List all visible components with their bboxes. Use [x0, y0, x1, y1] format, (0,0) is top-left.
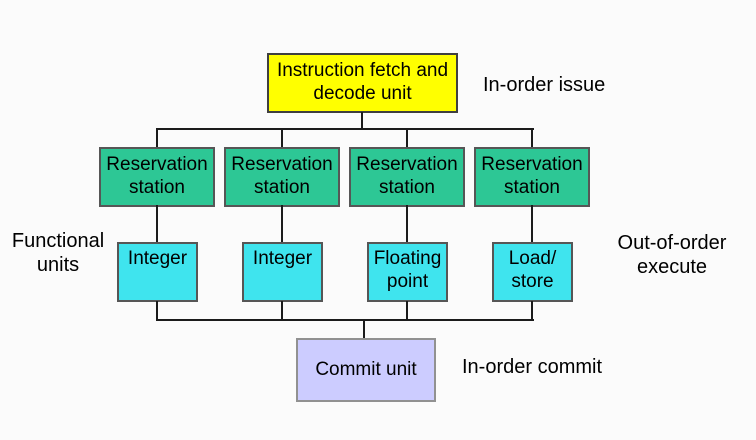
rs-to-fu-connector-line-3: [406, 205, 408, 243]
fetch-to-bus-connector-line: [361, 112, 363, 129]
functional-unit-floating-point-box: Floating point: [367, 242, 448, 302]
reservation-station-box-4: Reservation station: [474, 147, 590, 207]
instruction-fetch-decode-unit-label: Instruction fetch and decode unit: [276, 60, 449, 104]
issue-bus-line: [156, 128, 534, 130]
in-order-commit-annotation: In-order commit: [462, 356, 603, 378]
functional-unit-integer-1-label: Integer: [127, 248, 188, 269]
rs-to-fu-connector-line-4: [531, 205, 533, 243]
issue-drop-line-1: [156, 129, 158, 147]
functional-unit-integer-1-box: Integer: [117, 242, 198, 302]
commit-bus-line: [156, 319, 534, 321]
reservation-station-box-3: Reservation station: [349, 147, 465, 207]
reservation-station-label-4: Reservation station: [481, 154, 583, 198]
functional-unit-load-store-label-line1: Load/: [508, 248, 557, 269]
functional-unit-integer-2-label: Integer: [252, 248, 313, 269]
rs-to-fu-connector-line-2: [281, 205, 283, 243]
functional-units-annotation: Functional units: [11, 230, 105, 276]
functional-unit-load-store-label-line2: store: [511, 270, 554, 292]
fu-to-bus-connector-line-3: [406, 301, 408, 320]
reservation-station-box-2: Reservation station: [224, 147, 340, 207]
issue-drop-line-3: [406, 129, 408, 147]
functional-unit-integer-2-box: Integer: [242, 242, 323, 302]
reservation-station-label-1: Reservation station: [106, 154, 208, 198]
issue-drop-line-2: [281, 129, 283, 147]
bus-to-commit-connector-line: [363, 320, 365, 338]
issue-drop-line-4: [531, 129, 533, 147]
reservation-station-label-3: Reservation station: [356, 154, 458, 198]
instruction-fetch-decode-unit-box: Instruction fetch and decode unit: [267, 53, 458, 113]
commit-unit-label: Commit unit: [315, 358, 417, 380]
commit-unit-box: Commit unit: [296, 338, 436, 402]
reservation-station-box-1: Reservation station: [99, 147, 215, 207]
fu-to-bus-connector-line-2: [281, 301, 283, 320]
functional-unit-floating-point-label-line2: point: [386, 270, 429, 292]
rs-to-fu-connector-line-1: [156, 205, 158, 243]
functional-unit-load-store-box: Load/ store: [492, 242, 573, 302]
fu-to-bus-connector-line-1: [156, 301, 158, 320]
in-order-issue-annotation: In-order issue: [483, 74, 606, 96]
reservation-station-label-2: Reservation station: [231, 154, 333, 198]
functional-unit-floating-point-label-line1: Floating: [373, 248, 442, 269]
out-of-order-execute-annotation: Out-of-order execute: [617, 232, 727, 278]
fu-to-bus-connector-line-4: [531, 301, 533, 320]
